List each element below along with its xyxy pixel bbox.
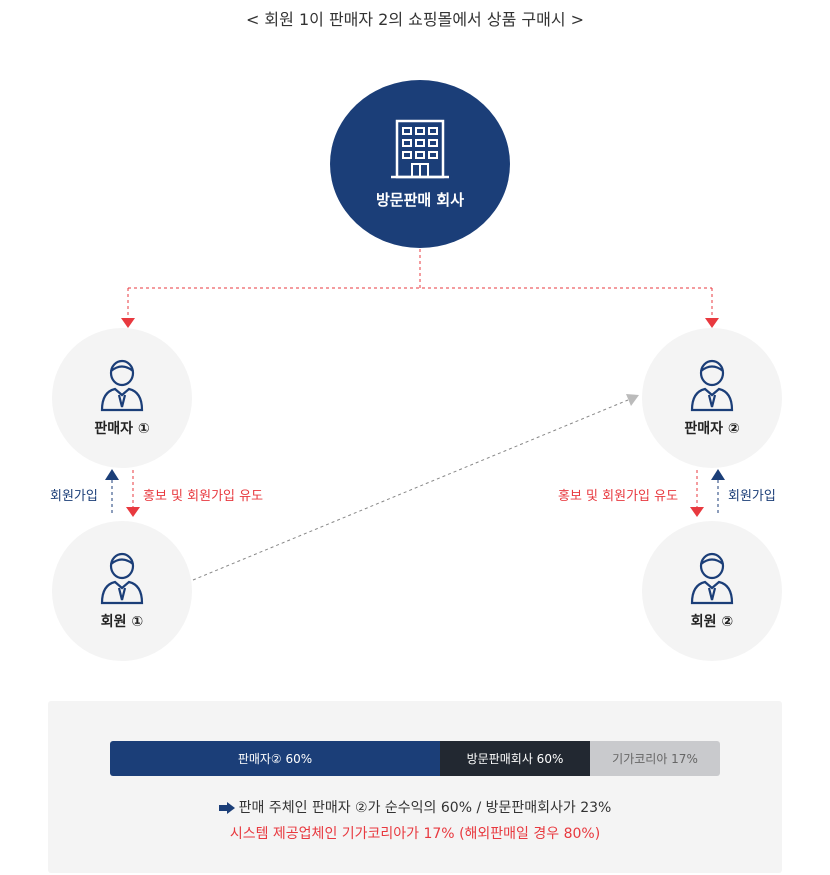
person-icon	[100, 359, 144, 412]
right-join-label: 회원가입	[728, 489, 776, 504]
left-join-label: 회원가입	[50, 489, 98, 504]
right-promo-label: 홍보 및 회원가입 유도	[558, 489, 679, 504]
company-label: 방문판매 회사	[375, 190, 465, 209]
arrow-up-icon	[711, 469, 725, 480]
arrow-diagonal-icon	[626, 394, 639, 406]
note-line-1: 판매 주체인 판매자 ②가 순수익의 60% / 방문판매회사가 23%	[0, 797, 830, 817]
share-segment-company: 방문판매회사 60%	[440, 741, 590, 776]
left-promo-label: 홍보 및 회원가입 유도	[143, 489, 264, 504]
seller2-label: 판매자 ②	[684, 421, 740, 437]
person-icon	[100, 552, 144, 605]
arrow-right-icon	[218, 802, 235, 814]
seller2-node: 판매자 ②	[642, 328, 782, 468]
arrow-up-icon	[105, 469, 119, 480]
person-icon	[690, 359, 734, 412]
arrow-down-icon	[126, 507, 140, 517]
member2-node: 회원 ②	[642, 521, 782, 661]
seller1-label: 판매자 ①	[94, 421, 150, 437]
member2-label: 회원 ②	[690, 614, 734, 630]
diagram-title: < 회원 1이 판매자 2의 쇼핑몰에서 상품 구매시 >	[245, 10, 585, 29]
revenue-share-panel	[48, 701, 782, 873]
share-segment-seller: 판매자② 60%	[110, 741, 440, 776]
arrow-down-icon	[690, 507, 704, 517]
share-segment-gigakorea: 기가코리아 17%	[590, 741, 720, 776]
note-line-1-text: 판매 주체인 판매자 ②가 순수익의 60% / 방문판매회사가 23%	[238, 800, 612, 816]
seller1-node: 판매자 ①	[52, 328, 192, 468]
arrow-down-icon	[705, 318, 719, 328]
note-line-2: 시스템 제공업체인 기가코리아가 17% (해외판매일 경우 80%)	[229, 826, 601, 842]
person-icon	[690, 552, 734, 605]
arrow-down-icon	[121, 318, 135, 328]
member1-label: 회원 ①	[100, 614, 144, 630]
company-node: 방문판매 회사	[330, 80, 510, 248]
member1-node: 회원 ①	[52, 521, 192, 661]
building-icon	[391, 119, 449, 178]
